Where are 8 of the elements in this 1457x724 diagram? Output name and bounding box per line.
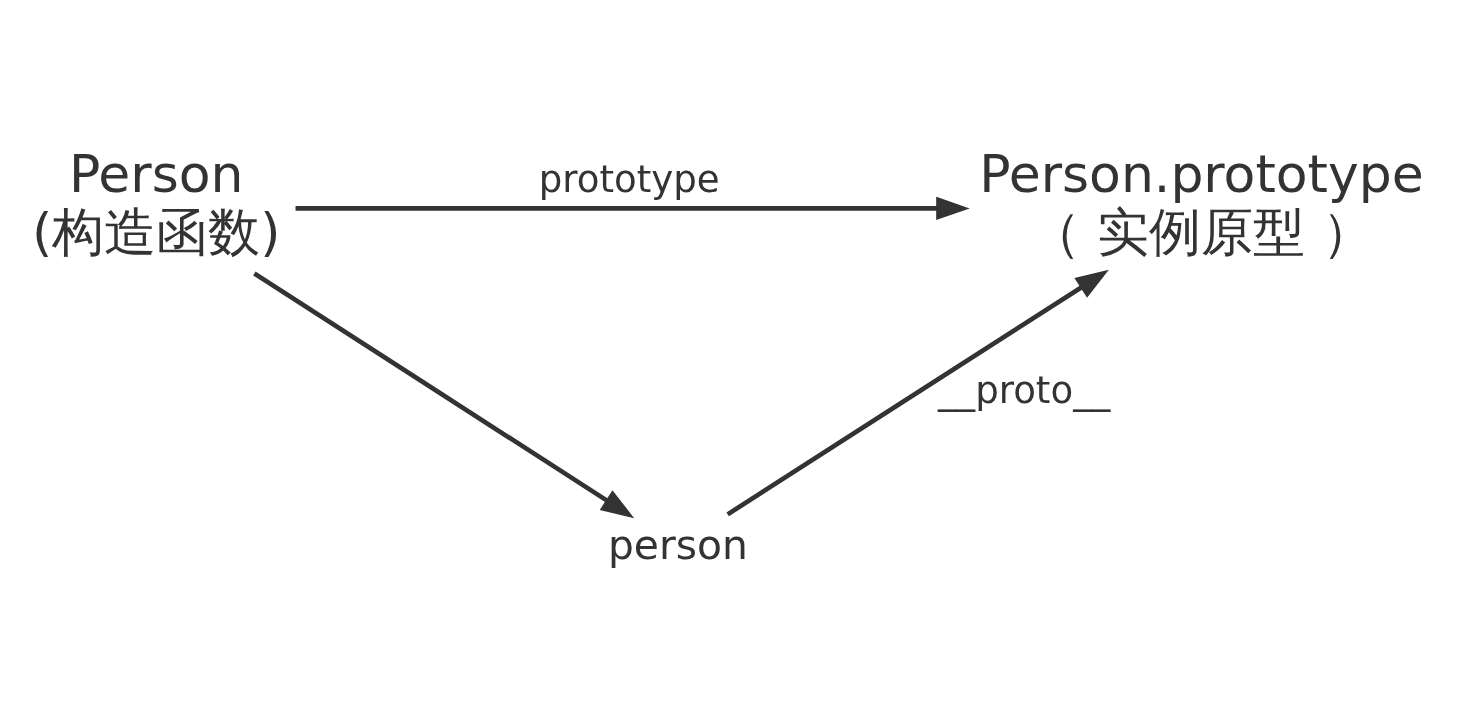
edge-label: prototype	[538, 157, 720, 201]
arrow	[295, 196, 970, 220]
node-text: Person.prototype （ 实例原型 ）	[979, 143, 1424, 262]
node-text: person	[607, 520, 748, 569]
node-text: Person (构造函数)	[31, 143, 281, 262]
arrow	[726, 269, 1109, 516]
edge-label: __proto__	[938, 368, 1111, 412]
arrow	[253, 271, 635, 518]
